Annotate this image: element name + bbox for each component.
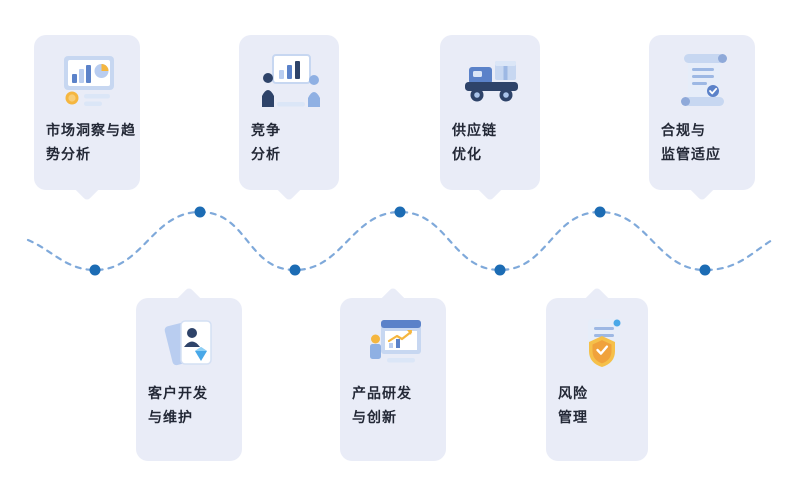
card-label: 竞争 分析	[251, 123, 281, 163]
card-label: 风险 管理	[558, 386, 588, 426]
card-label: 客户开发 与维护	[148, 386, 208, 426]
product-rnd-icon	[365, 312, 425, 374]
card-customer-development: 客户开发 与维护	[136, 286, 242, 461]
risk-management-icon	[570, 312, 628, 374]
card-tail	[475, 172, 505, 202]
card-tail	[72, 172, 102, 202]
compliance-icon	[676, 49, 732, 111]
market-insight-icon	[58, 49, 120, 111]
card-supply-chain: 供应链 优化	[440, 35, 540, 202]
wave-dot	[699, 264, 711, 276]
wave-dot	[394, 206, 406, 218]
wave-dot	[289, 264, 301, 276]
card-tail	[174, 286, 204, 316]
wave-line	[26, 210, 774, 272]
wave-dot	[494, 264, 506, 276]
process-wave	[26, 206, 774, 276]
card-label: 供应链 优化	[452, 123, 497, 163]
card-tail	[582, 286, 612, 316]
card-tail	[274, 172, 304, 202]
card-competition-analysis: 竞争 分析	[239, 35, 339, 202]
competition-analysis-icon	[260, 49, 322, 111]
card-product-rnd: 产品研发 与创新	[340, 286, 446, 461]
card-risk-management: 风险 管理	[546, 286, 648, 461]
card-tail	[687, 172, 717, 202]
wave-dot	[89, 264, 101, 276]
card-label: 合规与 监管适应	[661, 123, 721, 163]
customer-development-icon	[161, 312, 221, 374]
card-label: 市场洞察与趋 势分析	[46, 123, 136, 163]
card-market-insight: 市场洞察与趋 势分析	[34, 35, 140, 202]
card-compliance: 合规与 监管适应	[649, 35, 755, 202]
card-tail	[378, 286, 408, 316]
wave-dot	[594, 206, 606, 218]
card-label: 产品研发 与创新	[352, 386, 412, 426]
supply-chain-icon	[460, 49, 524, 111]
wave-dot	[194, 206, 206, 218]
